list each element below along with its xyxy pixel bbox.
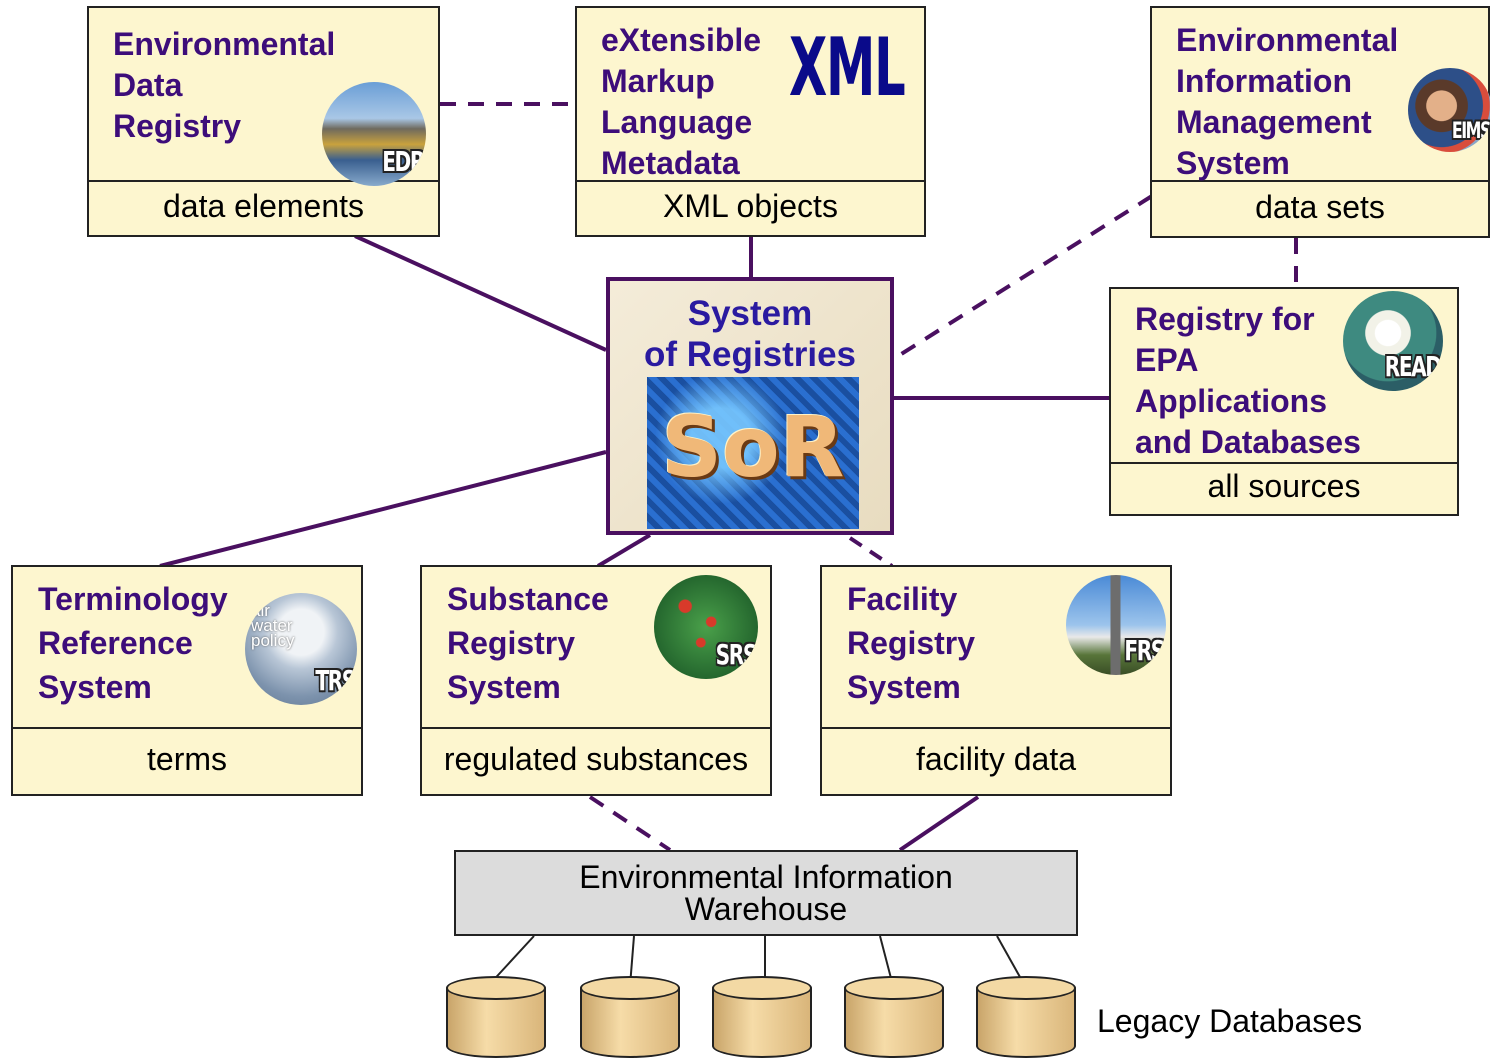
srs-title: Substance Registry System (447, 581, 609, 705)
node-xml[interactable]: eXtensible Markup Language Metadata XML … (575, 6, 926, 237)
xml-title: eXtensible Markup Language Metadata (601, 22, 762, 181)
read-logo-label: READ (1385, 350, 1442, 383)
srs-logo-label: SRS (715, 638, 758, 671)
node-srs[interactable]: Substance Registry System SRS regulated … (420, 565, 772, 796)
trs-logo-words: air water policy (251, 601, 295, 650)
link-srs-sor (596, 533, 652, 568)
factory-logo-icon: FRS (1066, 575, 1166, 675)
edr-logo-label: EDR (382, 145, 425, 178)
link-frs-warehouse (898, 795, 980, 852)
molecule-logo-icon: SRS (654, 575, 758, 679)
sor-circuit-image-icon: SoR (647, 377, 859, 529)
warehouse-label: Environmental Information Warehouse (579, 859, 953, 927)
legacy-database-5[interactable] (976, 976, 1076, 1058)
node-edr[interactable]: Environmental Data Registry EDR data ele… (87, 6, 440, 237)
legacy-database-4[interactable] (844, 976, 944, 1058)
frs-title: Facility Registry System (847, 581, 976, 705)
eims-logo-label: EIMS (1451, 119, 1490, 144)
trs-title: Terminology Reference System (38, 581, 228, 705)
node-frs[interactable]: Facility Registry System FRS facility da… (820, 565, 1172, 796)
xml-content: XML objects (663, 188, 838, 224)
link-srs-warehouse (588, 795, 672, 852)
link-frs-sor (848, 536, 894, 568)
node-system-of-registries[interactable]: System of Registries SoR (606, 277, 894, 535)
link-eims-sor (893, 194, 1154, 360)
legacy-database-1[interactable] (446, 976, 546, 1058)
node-eims[interactable]: Environmental Information Management Sys… (1150, 6, 1490, 238)
edr-title: Environmental Data Registry (113, 26, 336, 144)
sky-logo-icon: air water policy TRS (245, 593, 357, 705)
sor-logo-label: SoR (661, 398, 845, 496)
edr-content: data elements (162, 188, 364, 224)
person-logo-icon: EIMS (1408, 68, 1490, 152)
node-trs[interactable]: Terminology Reference System air water p… (11, 565, 363, 796)
legacy-database-3[interactable] (712, 976, 812, 1058)
link-trs-sor (159, 450, 607, 568)
trs-logo-label: TRS (315, 664, 357, 697)
trs-content: terms (147, 741, 227, 777)
link-edr-sor (354, 234, 607, 352)
eims-title: Environmental Information Management Sys… (1176, 22, 1399, 181)
legacy-database-2[interactable] (580, 976, 680, 1058)
legacy-databases-label: Legacy Databases (1097, 1003, 1363, 1039)
frs-content: facility data (915, 741, 1077, 777)
eims-content: data sets (1255, 188, 1385, 225)
frs-logo-label: FRS (1124, 634, 1166, 667)
node-environmental-information-warehouse[interactable]: Environmental Information Warehouse (454, 850, 1078, 936)
xml-mark: XML (789, 21, 906, 114)
read-content: all sources (1207, 467, 1361, 504)
sor-title: System of Registries (644, 294, 856, 374)
node-read[interactable]: Registry for EPA Applications and Databa… (1109, 287, 1459, 516)
srs-content: regulated substances (443, 741, 749, 777)
mountain-lake-logo-icon: EDR (322, 82, 426, 186)
read-title: Registry for EPA Applications and Databa… (1135, 301, 1361, 460)
water-lily-logo-icon: READ (1343, 291, 1443, 391)
